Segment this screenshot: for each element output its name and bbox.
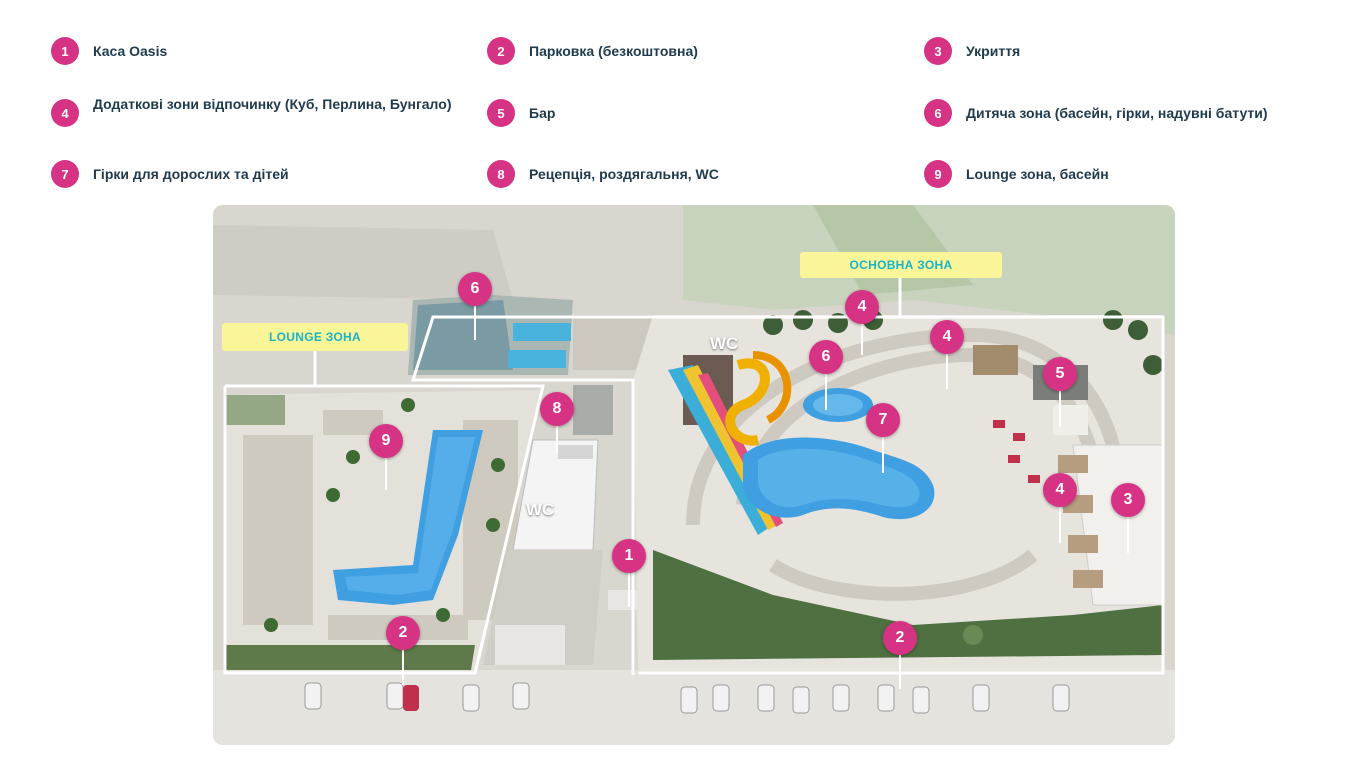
- resort-map: ОСНОВНА ЗОНА LOUNGE ЗОНА WC WC 6 4 4 6 5…: [213, 205, 1175, 745]
- map-marker-rest-zone[interactable]: 4: [1043, 473, 1077, 507]
- legend-label: Lounge зона, басейн: [966, 166, 1109, 182]
- legend-label: Додаткові зони відпочинку (Куб, Перлина,…: [93, 96, 452, 112]
- map-marker-parking[interactable]: 2: [883, 621, 917, 655]
- map-marker-reception[interactable]: 8: [540, 392, 574, 426]
- legend-badge: 9: [924, 160, 952, 188]
- map-marker-lounge[interactable]: 9: [369, 424, 403, 458]
- legend-badge: 3: [924, 37, 952, 65]
- map-marker-parking[interactable]: 2: [386, 616, 420, 650]
- legend-badge: 5: [487, 99, 515, 127]
- legend-label: Рецепція, роздягальня, WC: [529, 166, 719, 182]
- legend-badge: 4: [51, 99, 79, 127]
- legend-badge: 7: [51, 160, 79, 188]
- map-marker-bar[interactable]: 5: [1043, 357, 1077, 391]
- legend-item-7: 7 Гірки для дорослих та дітей: [51, 160, 289, 188]
- map-marker-rest-zone[interactable]: 4: [845, 290, 879, 324]
- legend-label: Дитяча зона (басейн, гірки, надувні бату…: [966, 105, 1268, 121]
- legend-badge: 1: [51, 37, 79, 65]
- legend-badge: 6: [924, 99, 952, 127]
- legend-item-5: 5 Бар: [487, 99, 555, 127]
- legend-item-1: 1 Каса Oasis: [51, 37, 167, 65]
- zone-label-lounge: LOUNGE ЗОНА: [222, 323, 408, 351]
- map-marker-kids-zone[interactable]: 6: [809, 340, 843, 374]
- map-marker-kids-zone[interactable]: 6: [458, 272, 492, 306]
- legend-item-3: 3 Укриття: [924, 37, 1020, 65]
- legend-label: Каса Oasis: [93, 43, 168, 59]
- legend-label: Укриття: [966, 43, 1021, 59]
- map-marker-rest-zone[interactable]: 4: [930, 320, 964, 354]
- legend-item-2: 2 Парковка (безкоштовна): [487, 37, 698, 65]
- map-marker-slides[interactable]: 7: [866, 403, 900, 437]
- legend-item-4: 4 Додаткові зони відпочинку (Куб, Перлин…: [51, 90, 463, 127]
- legend-label: Бар: [529, 105, 556, 121]
- map-illustration: [213, 205, 1175, 745]
- wc-label-building: WC: [526, 500, 555, 519]
- legend-label: Парковка (безкоштовна): [529, 43, 698, 59]
- legend-badge: 8: [487, 160, 515, 188]
- legend-item-9: 9 Lounge зона, басейн: [924, 160, 1109, 188]
- map-marker-ticket-office[interactable]: 1: [612, 539, 646, 573]
- legend-item-6: 6 Дитяча зона (басейн, гірки, надувні ба…: [924, 99, 1268, 127]
- wc-label-slides: WC: [710, 334, 739, 353]
- legend-item-8: 8 Рецепція, роздягальня, WC: [487, 160, 719, 188]
- map-marker-shelter[interactable]: 3: [1111, 483, 1145, 517]
- zone-label-main: ОСНОВНА ЗОНА: [800, 252, 1002, 278]
- legend-badge: 2: [487, 37, 515, 65]
- legend-label: Гірки для дорослих та дітей: [93, 166, 289, 182]
